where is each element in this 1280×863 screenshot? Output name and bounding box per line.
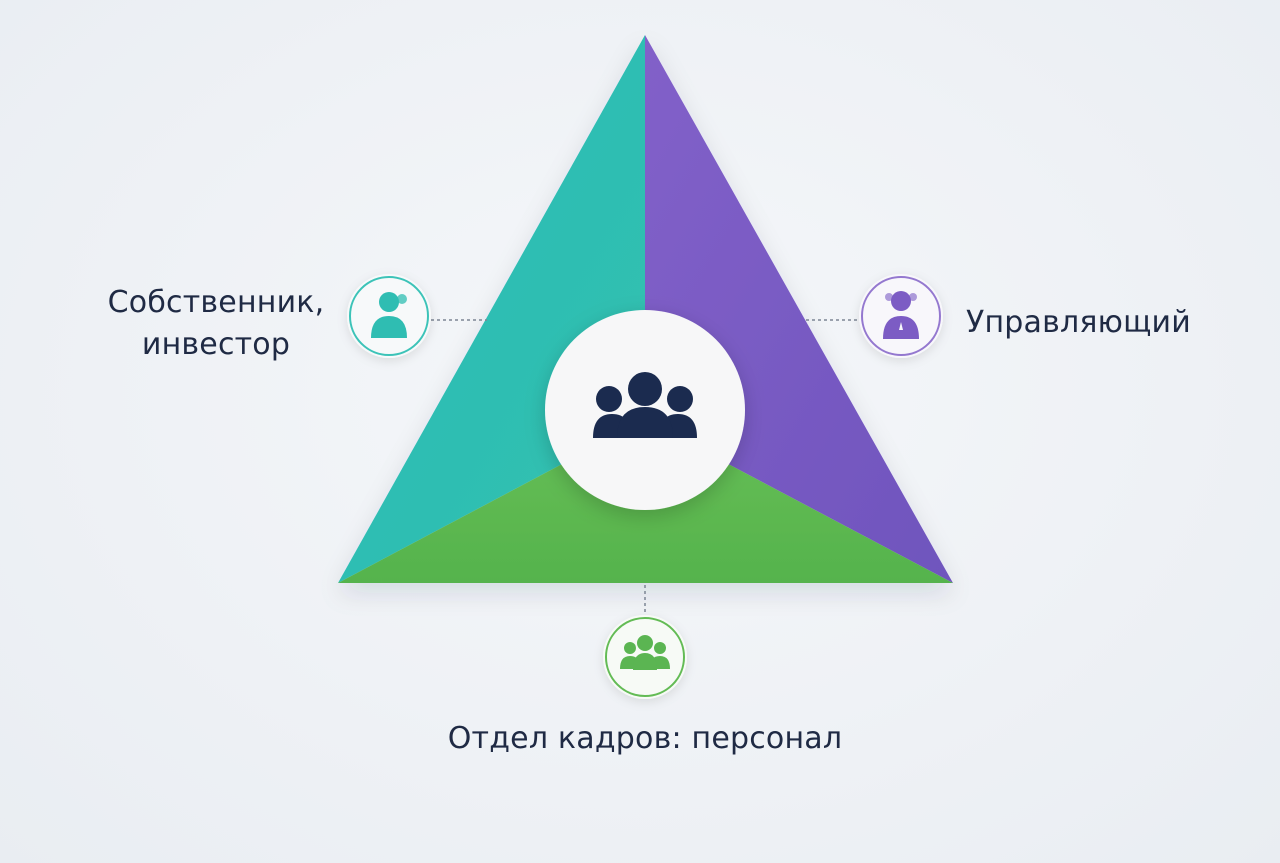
group-users-icon — [620, 635, 670, 670]
owner-label: Собственник, инвестор — [96, 282, 336, 366]
center-node — [545, 310, 745, 510]
owner-label-line1: Собственник, — [107, 285, 325, 320]
person-user-icon — [883, 291, 919, 339]
person-user-icon — [371, 292, 407, 338]
manager-label: Управляющий — [966, 305, 1191, 340]
hr-label: Отдел кадров: персонал — [447, 721, 843, 756]
hr-badge — [603, 615, 687, 699]
group-users-icon — [593, 372, 697, 438]
owner-label-line2: инвестор — [141, 327, 291, 362]
manager-badge — [859, 274, 943, 358]
owner-badge — [347, 274, 431, 358]
